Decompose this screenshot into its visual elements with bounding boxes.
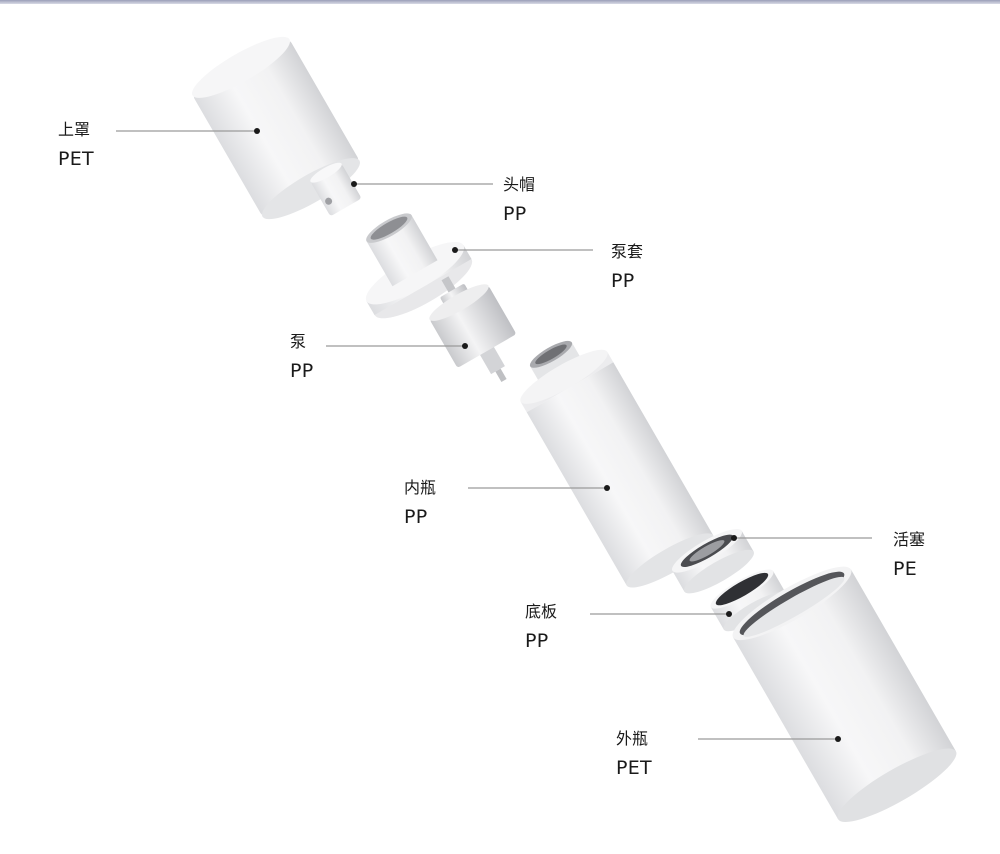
label-actuator-head: 头帽 PP [503,177,535,224]
part-name: 上罩 [58,122,94,138]
part-material: PP [525,632,557,651]
part-name: 泵套 [611,244,643,260]
part-name: 活塞 [893,532,925,548]
dot-base-plate [726,611,732,617]
label-piston: 活塞 PE [893,532,925,579]
dot-actuator-head [351,181,357,187]
part-name: 内瓶 [404,480,436,496]
part-material: PP [290,362,314,381]
part-material: PET [616,759,652,778]
part-name: 泵 [290,334,314,350]
part-name: 头帽 [503,177,535,193]
dot-pump [462,343,468,349]
part-material: PP [404,508,436,527]
dot-inner-bottle [604,485,610,491]
part-name: 底板 [525,604,557,620]
label-base-plate: 底板 PP [525,604,557,651]
part-material: PET [58,150,94,169]
dot-outer-bottle [835,736,841,742]
label-inner-bottle: 内瓶 PP [404,480,436,527]
label-outer-bottle: 外瓶 PET [616,731,652,778]
label-pump-collar: 泵套 PP [611,244,643,291]
part-name: 外瓶 [616,731,652,747]
dot-pump-collar [452,247,458,253]
part-material: PP [611,272,643,291]
dot-outer-cap [254,128,260,134]
label-outer-cap: 上罩 PET [58,122,94,169]
dot-piston [731,535,737,541]
part-material: PE [893,560,925,579]
part-material: PP [503,205,535,224]
label-pump: 泵 PP [290,334,314,381]
